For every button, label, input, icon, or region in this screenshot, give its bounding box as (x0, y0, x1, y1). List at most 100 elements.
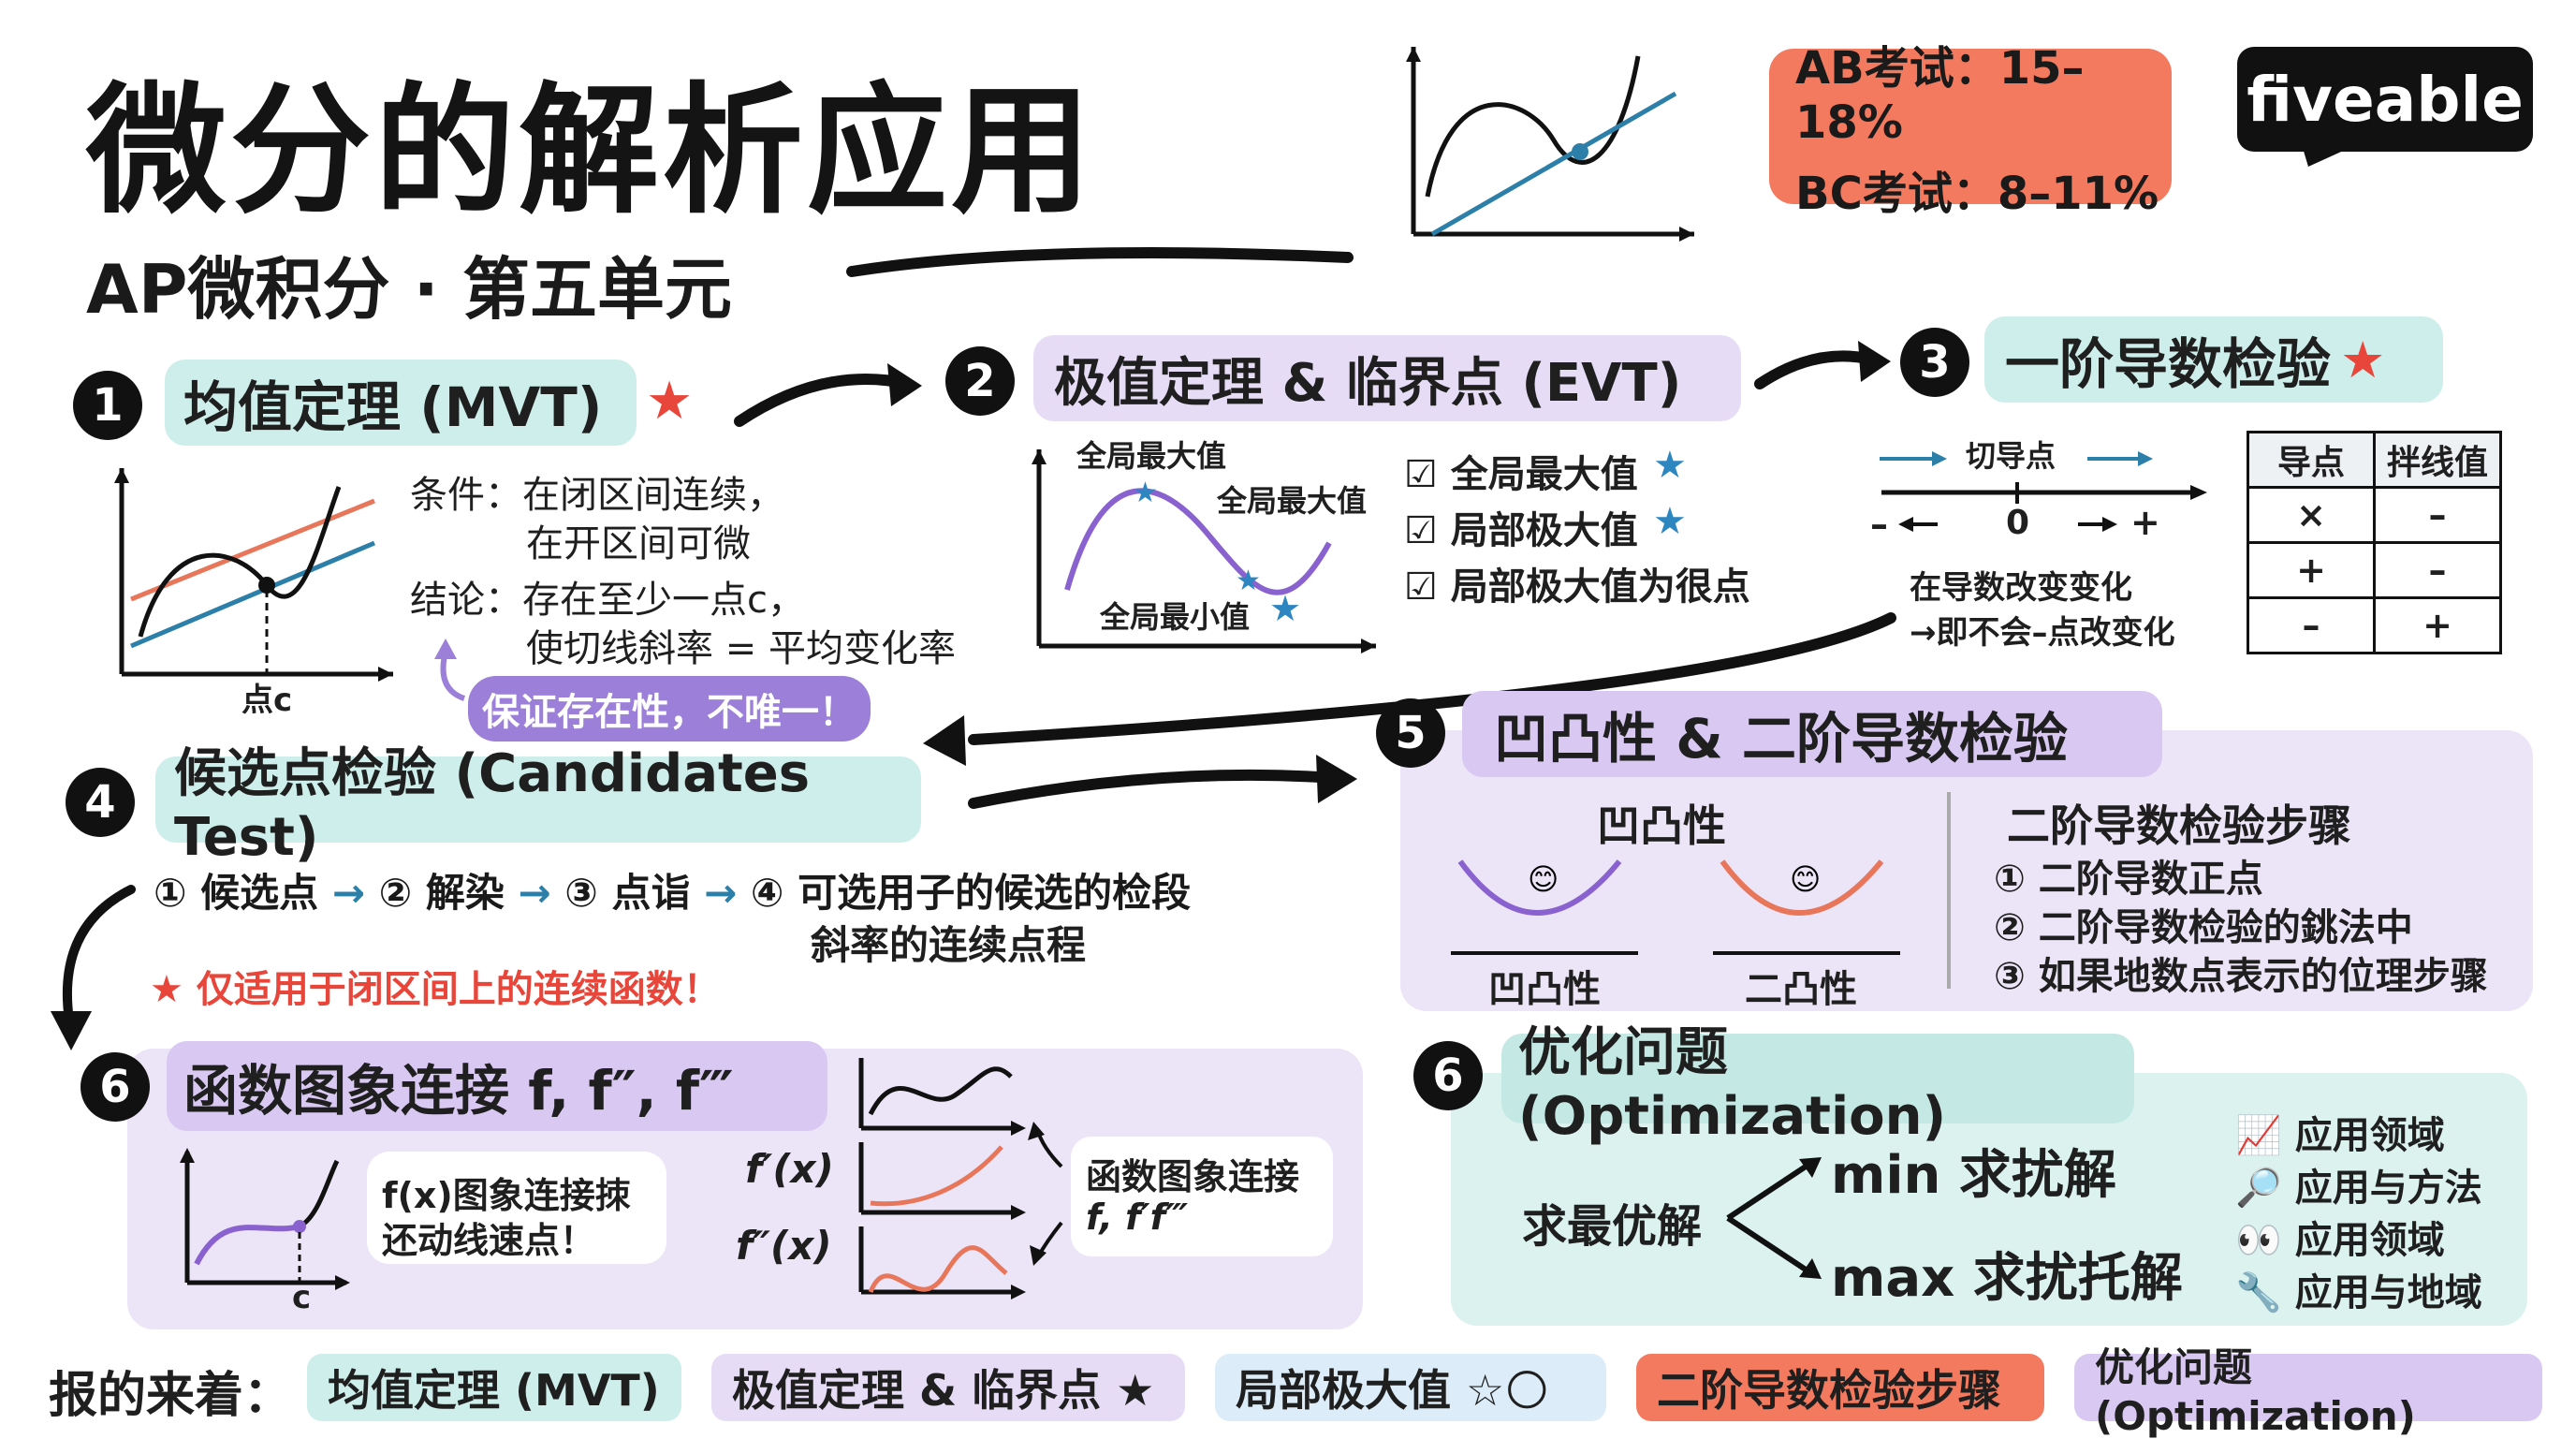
section-4-title-pill: 候选点检验 (Candidates Test) (155, 743, 921, 868)
section-3-number: 3 (1900, 328, 1969, 397)
sdt-step-2: ② 二阶导数检验的銚法中 (1994, 906, 2413, 949)
section-6a-number: 6 (80, 1052, 150, 1122)
star-icon: ★ (646, 371, 694, 432)
arrow-2-to-3 (1754, 341, 1891, 389)
table-row: – + (2247, 596, 2502, 654)
section-5-number: 5 (1376, 698, 1445, 768)
candidates-step-3: ③ 点诣 (564, 870, 691, 916)
fdt-note-2: →即不会–点改变化 (1910, 614, 2175, 652)
point-c-label: 点c (242, 682, 293, 719)
section-2-number: 2 (945, 346, 1015, 416)
mvt-note-pill: 保证存在性，不唯一！ (468, 676, 871, 742)
sdt-steps-heading: 二阶导数检验步骤 (2007, 800, 2351, 851)
blue-star-icon: ★ (1653, 444, 1687, 487)
graph-note-1: 函数图象连接 (1086, 1156, 1300, 1197)
table-row: × – (2247, 486, 2502, 544)
application-item-1: 📈 应用领域 (2235, 1114, 2445, 1157)
section-6b-number: 6 (1413, 1041, 1483, 1110)
arrow-right-icon: → (704, 870, 751, 916)
section-2-title: 极值定理 & 临界点 (EVT) (1054, 352, 1682, 414)
arrow-4-to-5 (968, 755, 1357, 809)
number-line-plus: + (2130, 502, 2160, 543)
optimization-min: min 求扰解 (1831, 1145, 2116, 1206)
blue-star-icon: ★ (1133, 477, 1158, 509)
mvt-condition-2: 在开区间可微 (526, 522, 751, 565)
section-4-number: 4 (66, 768, 135, 837)
note-curl-arrow (434, 639, 466, 701)
section-1-title: 均值定理 (MVT) (183, 375, 603, 439)
cup-label-2: 二凸性 (1745, 968, 1857, 1011)
section-5-panel (1400, 730, 2533, 1011)
concavity-heading: 凹凸性 (1597, 800, 1726, 851)
footer-chip-optimization[interactable]: 优化问题 (Optimization) (2074, 1344, 2542, 1439)
exam-ab-text: AB考试：15–18% (1795, 42, 2085, 149)
section-5-title-pill: 凹凸性 & 二阶导数检验 (1462, 691, 2162, 777)
arrow-3-to-4 (923, 612, 1896, 766)
title-underline (846, 247, 1354, 277)
c-label: c (292, 1279, 312, 1316)
table-cell: – (2373, 541, 2502, 599)
evt-label-max1: 全局最大值 (1076, 438, 1227, 474)
footer-chip-second-derivative[interactable]: 二阶导数检验步骤 (1636, 1354, 2044, 1421)
smile-icon: 😊 (1528, 861, 1559, 897)
footer-chip-label: 极值定理 & 临界点 ★ (732, 1365, 1155, 1416)
exam-weight-badge: AB考试：15–18% BC考试：8–11% (1769, 42, 2172, 220)
optimization-max: max 求扰托解 (1831, 1248, 2183, 1309)
evt-label-min: 全局最小值 (1100, 599, 1251, 635)
exam-bc-text: BC考试：8–11% (1795, 168, 2159, 220)
evt-check-2: ☑ 局部极大值 (1404, 509, 1638, 552)
number-line-label: 切导点 (1966, 438, 2056, 474)
arrow-4-to-6 (51, 885, 136, 1050)
section-6b-title-pill: 优化问题 (Optimization) (1501, 1022, 2134, 1147)
blue-star-icon: ★ (1269, 588, 1302, 629)
section-1-title-pill: 均值定理 (MVT) (165, 360, 637, 446)
footer-chip-local-max[interactable]: 局部极大值 ☆🌕 (1215, 1354, 1606, 1421)
table-cell: + (2247, 541, 2376, 599)
number-line-minus: – (1870, 504, 1888, 545)
candidates-step-4: ④ 可选用子的候选的检段 (750, 870, 1192, 916)
sign-chart-table: 导点 拌线值 × – + – – + (2247, 431, 2502, 654)
star-icon: ★ (2340, 330, 2386, 389)
candidates-steps-row: ① 候选点 → ② 解染 → ③ 点诣 → ④ 可选用子的候选的检段 (154, 861, 1191, 918)
section-6b-title: 优化问题 (Optimization) (1518, 1022, 1947, 1147)
candidates-step-2: ② 解染 (378, 870, 505, 916)
candidates-step-4b: 斜率的连续点程 (811, 922, 1087, 968)
table-cell: – (2247, 596, 2376, 654)
section-4-title: 候选点检验 (Candidates Test) (174, 743, 811, 868)
optimization-center: 求最优解 (1522, 1200, 1703, 1253)
cup-label-1: 凹凸性 (1488, 968, 1601, 1011)
arrow-right-icon: → (518, 870, 565, 916)
fprime-label: f′(x) (745, 1146, 834, 1192)
mvt-note-text: 保证存在性，不唯一！ (482, 691, 856, 734)
fdoubleprime-label: f″(x) (736, 1223, 832, 1269)
table-cell: + (2373, 596, 2502, 654)
application-item-4: 🔧 应用与地域 (2235, 1271, 2482, 1314)
concavity-cups: 😊 😊 (1451, 859, 1900, 955)
table-cell: × (2247, 486, 2376, 544)
section-5-divider (1947, 792, 1951, 989)
bubble-line-1: f(x)图象连接拺 (382, 1175, 631, 1216)
footer-chip-label: 优化问题 (Optimization) (2095, 1344, 2416, 1439)
mvt-condition-1: 条件：在闭区间连续， (410, 474, 784, 517)
side-arrows (1028, 1122, 1063, 1266)
evt-graph: ★ ★ (1032, 449, 1376, 653)
brand-text: fiveable (2247, 63, 2524, 136)
branch-arrows (1726, 1157, 1822, 1279)
mvt-conclusion-2: 使切线斜率 = 平均变化率 (526, 627, 956, 670)
logo-tail-icon (2303, 148, 2349, 167)
footer-chip-evt[interactable]: 极值定理 & 临界点 ★ (711, 1354, 1185, 1421)
number-line (1880, 451, 2207, 532)
graph-note-bubble (1071, 1137, 1333, 1256)
candidates-step-1: ① 候选点 (154, 870, 319, 916)
section-1-number: 1 (73, 371, 142, 440)
footer-chip-label: 二阶导数检验步骤 (1657, 1365, 2001, 1416)
arrow-right-icon: → (331, 870, 379, 916)
bubble-line-2: 还动线速点！ (382, 1220, 596, 1261)
mvt-graph (114, 468, 393, 682)
evt-check-3: ☑ 局部极大值为很点 (1404, 565, 1750, 609)
section-3-title-pill: 一阶导数检验 ★ (1984, 316, 2443, 403)
derivative-graphs (858, 1058, 1026, 1300)
table-cell: – (2373, 486, 2502, 544)
footer-chip-mvt[interactable]: 均值定理 (MVT) (307, 1354, 681, 1421)
footer-label: 报的来着： (49, 1368, 293, 1424)
